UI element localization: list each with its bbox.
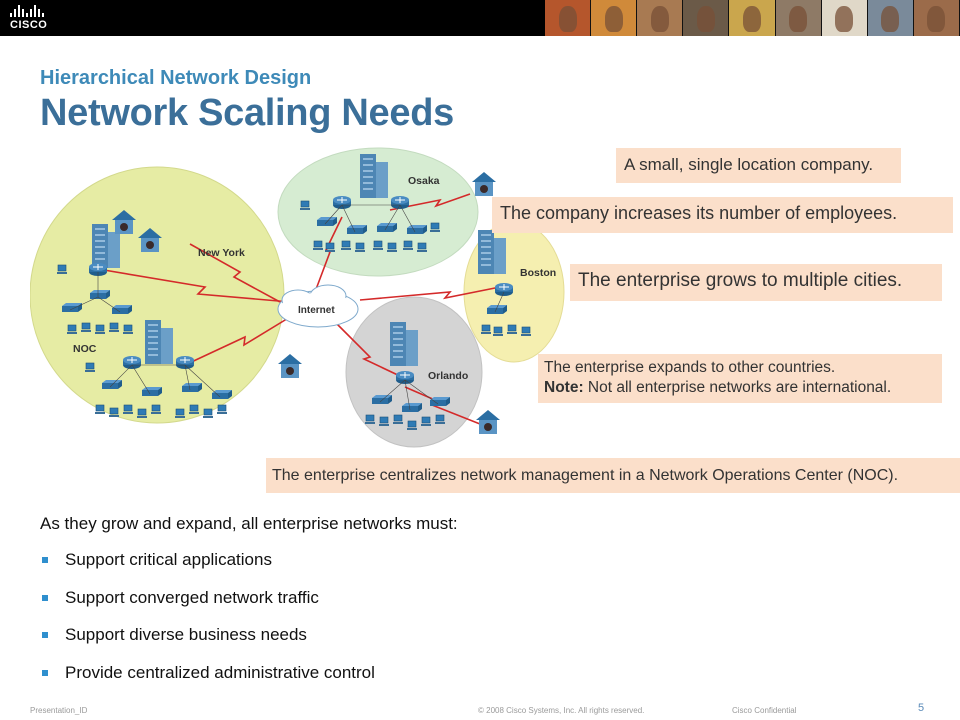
slide-subtitle: Hierarchical Network Design (40, 67, 312, 89)
bullet-list: Support critical applications Support co… (40, 549, 375, 699)
site-label-newyork: New York (198, 247, 245, 259)
bullet-square-icon (42, 594, 48, 601)
header-photo (821, 0, 868, 36)
callout-other-countries: The enterprise expands to other countrie… (538, 354, 942, 403)
slide-title: Network Scaling Needs (40, 92, 454, 134)
site-label-osaka: Osaka (408, 175, 440, 187)
cisco-bars-icon (10, 5, 60, 17)
bullet-text: Provide centralized administrative contr… (65, 662, 375, 682)
bullet-square-icon (42, 632, 48, 638)
footer-confidential: Cisco Confidential (732, 706, 797, 715)
site-label-noc: NOC (73, 343, 97, 355)
internet-label: Internet (298, 305, 335, 316)
footer-copyright: © 2008 Cisco Systems, Inc. All rights re… (478, 706, 645, 715)
cisco-logo: CISCO (10, 5, 60, 33)
bullet-square-icon (42, 557, 48, 563)
header-photo (729, 0, 776, 36)
header-photo (775, 0, 822, 36)
internet-cloud-icon (277, 284, 359, 328)
bullet-text: Support converged network traffic (65, 587, 319, 607)
header-photo (545, 0, 592, 36)
bullet-item: Support converged network traffic (40, 587, 375, 625)
callout-other-countries-line: The enterprise expands to other countrie… (544, 359, 836, 376)
header-photo (637, 0, 684, 36)
callout-more-employees: The company increases its number of empl… (492, 197, 953, 233)
header-photo (867, 0, 914, 36)
bullet-item: Support diverse business needs (40, 624, 375, 662)
bullet-item: Provide centralized administrative contr… (40, 662, 375, 700)
header-photo (683, 0, 730, 36)
callout-note-label: Note: (544, 379, 584, 396)
network-diagram: Internet New York NOC Osaka Boston Orlan… (30, 147, 565, 448)
bullet-item: Support critical applications (40, 549, 375, 587)
site-label-boston: Boston (520, 267, 556, 279)
page-number: 5 (918, 702, 925, 714)
header-photo (591, 0, 638, 36)
callout-noc: The enterprise centralizes network manag… (266, 458, 960, 493)
header-bar: CISCO (0, 0, 960, 36)
bullet-square-icon (42, 669, 48, 676)
callout-note-text: Not all enterprise networks are internat… (583, 379, 892, 396)
bullet-text: Support diverse business needs (65, 625, 307, 644)
footer-presentation-id: Presentation_ID (30, 706, 88, 715)
callout-small-company: A small, single location company. (616, 148, 901, 183)
callout-multiple-cities: The enterprise grows to multiple cities. (570, 264, 942, 301)
header-photo-strip (545, 0, 960, 36)
cisco-logo-text: CISCO (10, 19, 48, 31)
intro-text: As they grow and expand, all enterprise … (40, 514, 458, 533)
header-photo (913, 0, 960, 36)
site-label-orlando: Orlando (428, 370, 468, 382)
callout-note: Note: Not all enterprise networks are in… (544, 378, 936, 398)
bullet-text: Support critical applications (65, 550, 272, 569)
